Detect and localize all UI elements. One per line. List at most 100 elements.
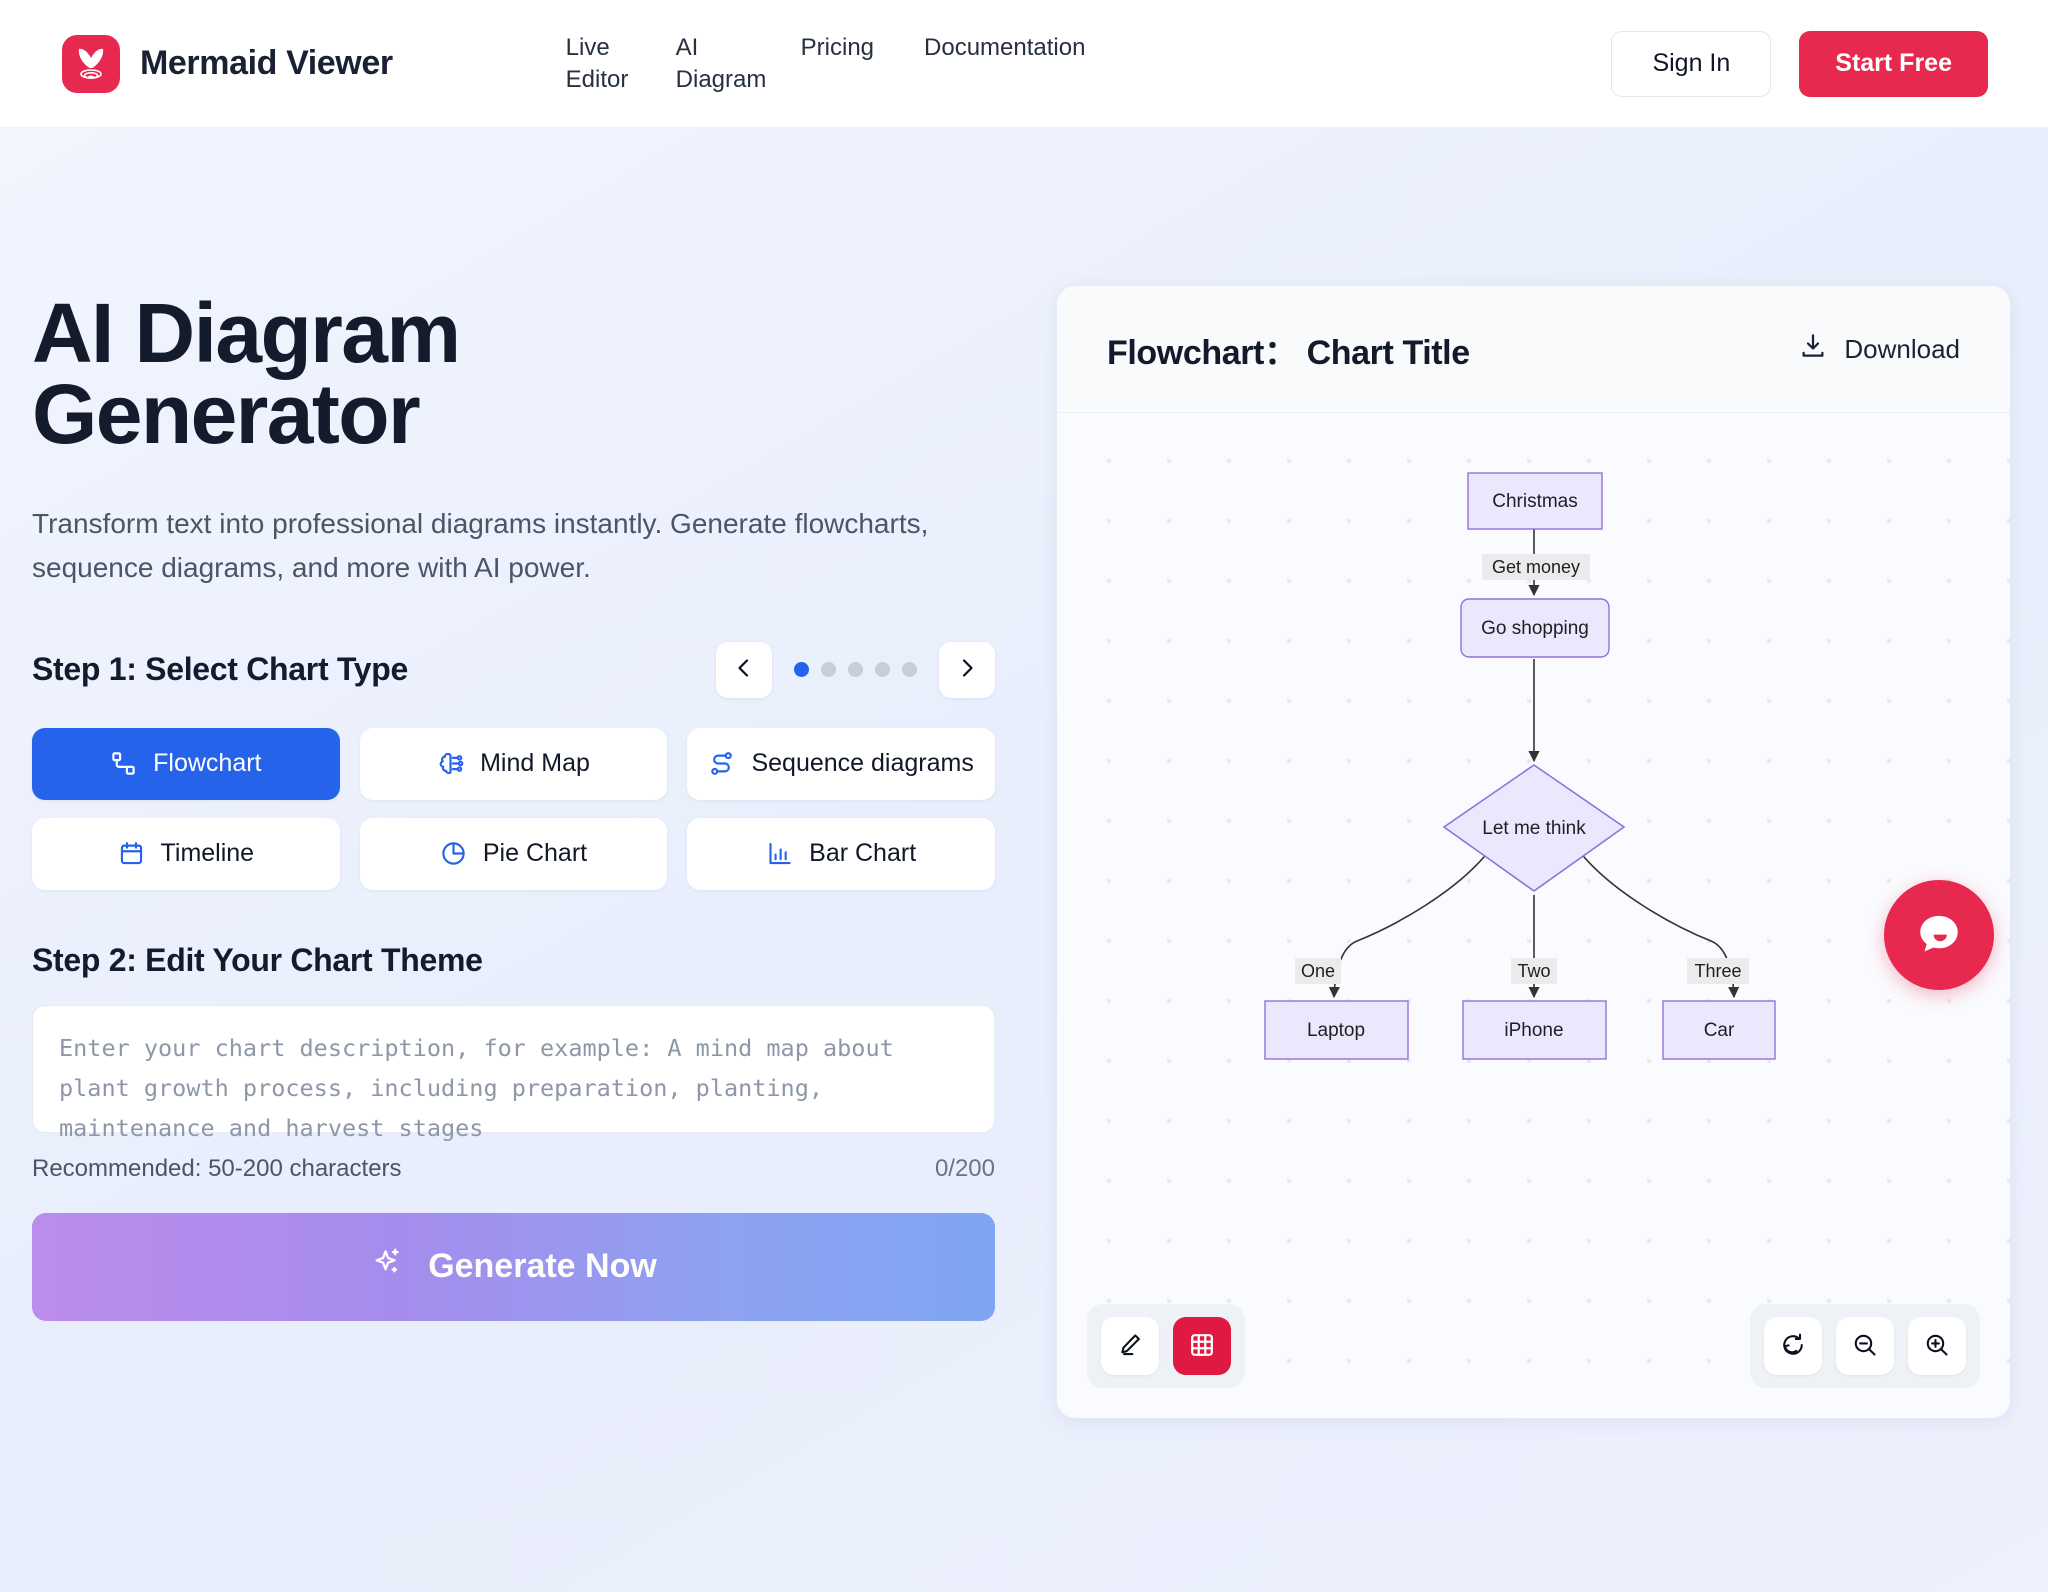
workflow-icon [110,750,137,777]
pencil-icon [1116,1331,1144,1362]
nav-item-ai-diagram[interactable]: AI Diagram [675,32,767,96]
calendar-icon [118,840,145,867]
generate-now-button[interactable]: Generate Now [32,1212,995,1321]
char-hint: Recommended: 50-200 characters [32,1154,402,1182]
flow-edge-labels: Get money One Two Three [1295,554,1749,984]
node-car[interactable] [1662,1000,1776,1060]
main-nav: Live Editor AI Diagram Pricing Documenta… [566,32,1086,96]
edge-letmethink-laptop [1328,850,1490,999]
left-column: AI Diagram Generator Transform text into… [32,291,995,1321]
hero-subtitle: Transform text into professional diagram… [32,508,929,583]
edge-label-one: One [1301,961,1335,981]
node-iphone[interactable] [1462,1000,1607,1060]
chart-type-timeline-label: Timeline [160,839,255,868]
step1-title: Step 1: Select Chart Type [32,651,409,688]
node-letmethink-label: Let me think [1482,818,1586,839]
nav-ai-diagram-l1: AI [675,33,699,61]
chart-type-sequence-diagrams[interactable]: Sequence diagrams [687,727,995,800]
nav-item-pricing[interactable]: Pricing [800,33,875,61]
node-laptop[interactable] [1264,1000,1409,1060]
flowchart-svg: Christmas Go shopping Let me think Lapto… [1264,472,1776,1060]
canvas-toolbar-right [1750,1304,1980,1388]
carousel-dot-3[interactable] [848,662,863,678]
chat-bubble-icon [1910,905,1968,966]
grid-icon [1188,1331,1216,1362]
preview-header: Flowchart： Chart Title Download [1057,286,2010,413]
zoom-out-icon [1851,1331,1879,1362]
pie-chart-icon [440,840,467,867]
hero-title-line2: Generator [32,366,421,461]
zoom-in-icon [1923,1331,1951,1362]
node-goshopping-label: Go shopping [1481,618,1589,639]
page-body: AI Diagram Generator Transform text into… [0,128,2048,1592]
node-car-label: Car [1704,1020,1735,1041]
carousel-dot-2[interactable] [821,662,836,678]
zoom-out-button[interactable] [1836,1317,1894,1375]
bar-chart-icon [766,840,793,867]
canvas-toolbar-left [1087,1304,1245,1388]
nav-live-editor-l1: Live [565,33,610,61]
edit-button[interactable] [1101,1317,1159,1375]
page-title: AI Diagram Generator [32,291,992,456]
edge-label-three: Three [1694,961,1741,981]
grid-button[interactable] [1173,1317,1231,1375]
edge-label-bg-one [1295,958,1341,984]
generate-now-label: Generate Now [428,1247,657,1286]
network-icon [708,750,735,777]
brand-name: Mermaid Viewer [140,44,393,82]
nav-item-documentation[interactable]: Documentation [924,33,1086,61]
chart-type-mind-map[interactable]: Mind Map [359,727,668,800]
description-meta: Recommended: 50-200 characters 0/200 [32,1155,995,1183]
edge-label-get-money: Get money [1492,557,1580,577]
nav-ai-diagram-l2: Diagram [675,65,767,93]
header-actions: Sign In Start Free [1611,30,1988,97]
hero-title-line1: AI Diagram [32,286,461,380]
zoom-in-button[interactable] [1908,1317,1966,1375]
site-header: Mermaid Viewer Live Editor AI Diagram Pr… [0,0,2048,128]
chart-type-timeline[interactable]: Timeline [32,817,340,890]
download-button[interactable]: Download [1798,331,1960,368]
chart-type-bar-chart[interactable]: Bar Chart [687,817,995,890]
chart-type-pie-label: Pie Chart [482,839,588,868]
node-iphone-label: iPhone [1504,1020,1563,1041]
diagram-canvas[interactable]: Christmas Go shopping Let me think Lapto… [1057,413,2010,1418]
download-icon [1798,331,1828,368]
edge-label-bg-three [1687,958,1749,984]
preview-title: Flowchart： Chart Title [1107,333,1470,372]
download-label: Download [1844,333,1960,364]
chevron-right-icon [956,657,978,682]
chart-description-placeholder: Enter your chart description, for exampl… [59,1033,908,1143]
nav-item-live-editor[interactable]: Live Editor [566,32,651,96]
edge-label-bg-two [1511,958,1557,984]
nav-live-editor-l2: Editor [565,65,629,93]
carousel-dot-4[interactable] [875,662,890,678]
step1-header: Step 1: Select Chart Type [32,641,995,698]
char-counter: 0/200 [934,1154,995,1182]
reset-view-button[interactable] [1764,1317,1822,1375]
carousel-dot-1[interactable] [794,662,809,678]
edge-label-bg-getmoney [1482,554,1590,580]
edge-label-two: Two [1517,961,1550,981]
preview-panel: Flowchart： Chart Title Download [1057,286,2010,1418]
chart-description-input[interactable]: Enter your chart description, for exampl… [32,1004,995,1142]
chart-type-pie-chart[interactable]: Pie Chart [359,817,668,890]
step2-title: Step 2: Edit Your Chart Theme [32,941,483,978]
carousel-prev-button[interactable] [716,641,772,698]
start-free-button[interactable]: Start Free [1799,30,1988,97]
carousel-dot-5[interactable] [902,662,917,678]
sign-in-button[interactable]: Sign In [1611,30,1772,97]
chart-type-flowchart[interactable]: Flowchart [32,727,340,800]
refresh-icon [1779,1331,1807,1362]
node-christmas[interactable] [1467,472,1603,530]
node-letmethink[interactable] [1442,764,1626,892]
chart-type-mind-map-label: Mind Map [480,749,590,778]
carousel-next-button[interactable] [939,641,995,698]
chart-type-flowchart-label: Flowchart [153,749,262,778]
brand-logo[interactable]: Mermaid Viewer [62,34,393,93]
sparkles-icon [370,1245,404,1288]
chat-widget-button[interactable] [1884,880,1994,990]
carousel-dots [794,662,917,678]
node-goshopping[interactable] [1460,598,1610,658]
chart-type-grid: Flowchart Mind Map Seq [32,727,995,890]
chart-type-bar-label: Bar Chart [809,839,917,868]
